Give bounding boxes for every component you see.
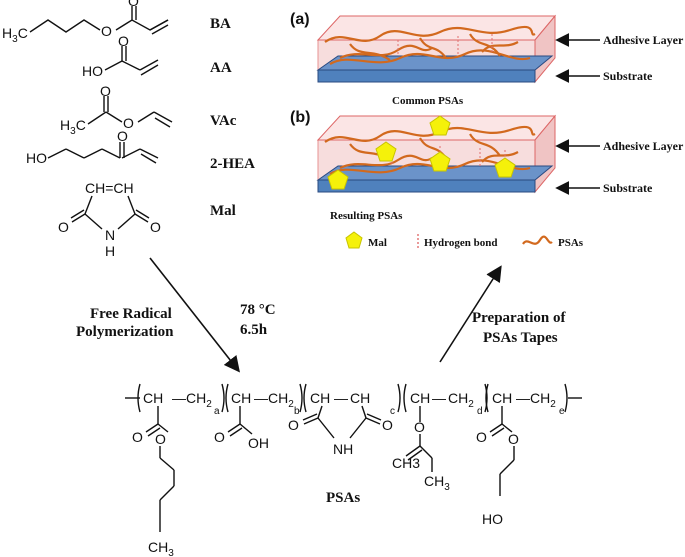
panel-a-tag: (a) [290, 11, 310, 28]
mal-pentagon [429, 115, 451, 136]
ba-h3c: H3C [2, 25, 28, 45]
poly-hea-o-carbonyl: O [476, 429, 487, 445]
mal-pentagon [327, 169, 349, 190]
mal-o-left: O [58, 219, 69, 235]
panel-b-mal-molecules [327, 115, 516, 190]
panel-a-caption: Common PSAs [392, 95, 464, 107]
poly-mal-o-right: O [382, 417, 393, 433]
vac-o-carbonyl: O [100, 83, 111, 99]
legend: Mal Hydrogen bond PSAs [345, 231, 584, 250]
poly-vac-ch3: CH3 [424, 473, 450, 493]
monomer-2hea: HO O [26, 128, 159, 166]
vac-o-ether: O [123, 115, 134, 131]
poly-sub-a: a [214, 406, 220, 417]
mal-pentagon [429, 151, 451, 172]
panel-a-substrate: Substrate [603, 69, 653, 83]
monomer-mal: CH=CH O O N H [58, 180, 161, 259]
poly-group-8: CH2 [448, 390, 474, 410]
poly-dash-3: — [334, 390, 348, 406]
poly-vac-o-ether: O [414, 419, 425, 435]
poly-vac-o-carbonyl: CH3 [392, 455, 420, 471]
poly-group-5: CH [310, 390, 330, 406]
ba-o-ether: O [101, 23, 112, 39]
poly-hea-o-ether: O [508, 431, 519, 447]
panel-b-adhesive: Adhesive Layer [603, 139, 684, 153]
poly-dash-5: — [516, 390, 530, 406]
poly-mal-nh: NH [333, 441, 353, 457]
poly-ba-o-ether: O [155, 431, 166, 447]
poly-aa-oh: OH [248, 435, 269, 451]
polymer-structure [125, 383, 582, 532]
monomer-vac: H3C O O [60, 83, 173, 137]
poly-dash-1: — [172, 390, 186, 406]
mal-chch: CH=CH [85, 180, 134, 196]
reaction-temp: 78 °C [240, 302, 276, 318]
aa-ho: HO [82, 63, 103, 79]
polymer-name: PSAs [326, 490, 360, 506]
hea-ho: HO [26, 150, 47, 166]
preparation-line1: Preparation of [472, 310, 566, 326]
hea-o: O [117, 128, 128, 144]
poly-aa-o: O [214, 429, 225, 445]
panel-a-fibers [324, 25, 536, 65]
poly-group-7: CH [410, 390, 430, 406]
poly-group-10: CH2 [530, 390, 556, 410]
monomer-ba: H3C O O [2, 0, 169, 45]
label-2hea: 2-HEA [210, 156, 255, 172]
poly-sub-d: d [477, 406, 483, 417]
legend-hbond: Hydrogen bond [424, 237, 497, 249]
vac-h3c: H3C [60, 117, 86, 137]
poly-group-4: CH2 [268, 390, 294, 410]
poly-group-1: CH [143, 390, 163, 406]
panel-b: (b) Adhesive Layer [290, 109, 684, 222]
poly-dash-2: — [254, 390, 268, 406]
panel-a-hbonds [397, 34, 493, 56]
label-ba: BA [210, 16, 231, 32]
reaction-line1: Free Radical [90, 306, 172, 322]
ba-o-carbonyl: O [128, 0, 139, 9]
panel-b-tag: (b) [290, 109, 310, 126]
label-aa: AA [210, 60, 232, 76]
poly-ba-ch3: CH3 [148, 539, 174, 557]
poly-group-9: CH [492, 390, 512, 406]
mal-n: N [105, 227, 115, 243]
label-vac: VAc [210, 113, 237, 129]
poly-group-3: CH [231, 390, 251, 406]
poly-group-2: CH2 [186, 390, 212, 410]
reaction-arrow [149, 257, 240, 373]
preparation-arrow [439, 265, 502, 363]
mal-h: H [105, 243, 115, 259]
panel-b-caption: Resulting PSAs [330, 210, 403, 222]
polymer-labels: CH — CH2 a CH — CH2 b CH — CH c CH — CH2… [132, 390, 565, 557]
legend-mal: Mal [368, 237, 387, 249]
mal-o-right: O [150, 219, 161, 235]
panel-a-adhesive: Adhesive Layer [603, 33, 684, 47]
poly-dash-4: — [432, 390, 446, 406]
legend-psas: PSAs [558, 237, 584, 249]
label-mal: Mal [210, 203, 236, 219]
reaction-time: 6.5h [240, 322, 268, 338]
panel-a: (a) Adhesive Layer Substrate Common PSAs [290, 11, 684, 107]
mal-pentagon [375, 141, 397, 162]
monomer-aa: HO O [82, 33, 159, 79]
poly-sub-e: e [559, 406, 565, 417]
preparation-line2: PSAs Tapes [483, 330, 558, 346]
mal-pentagon [494, 157, 516, 178]
poly-group-6: CH [350, 390, 370, 406]
poly-sub-b: b [294, 406, 300, 417]
poly-mal-o-left: O [288, 417, 299, 433]
poly-sub-c: c [390, 406, 395, 417]
aa-o: O [118, 33, 129, 49]
panel-b-substrate: Substrate [603, 181, 653, 195]
legend-psas-icon [522, 235, 553, 245]
poly-ba-o-carbonyl: O [132, 429, 143, 445]
reaction-line2: Polymerization [76, 324, 174, 340]
poly-hea-ho: HO [482, 511, 503, 527]
legend-mal-icon [345, 231, 363, 249]
